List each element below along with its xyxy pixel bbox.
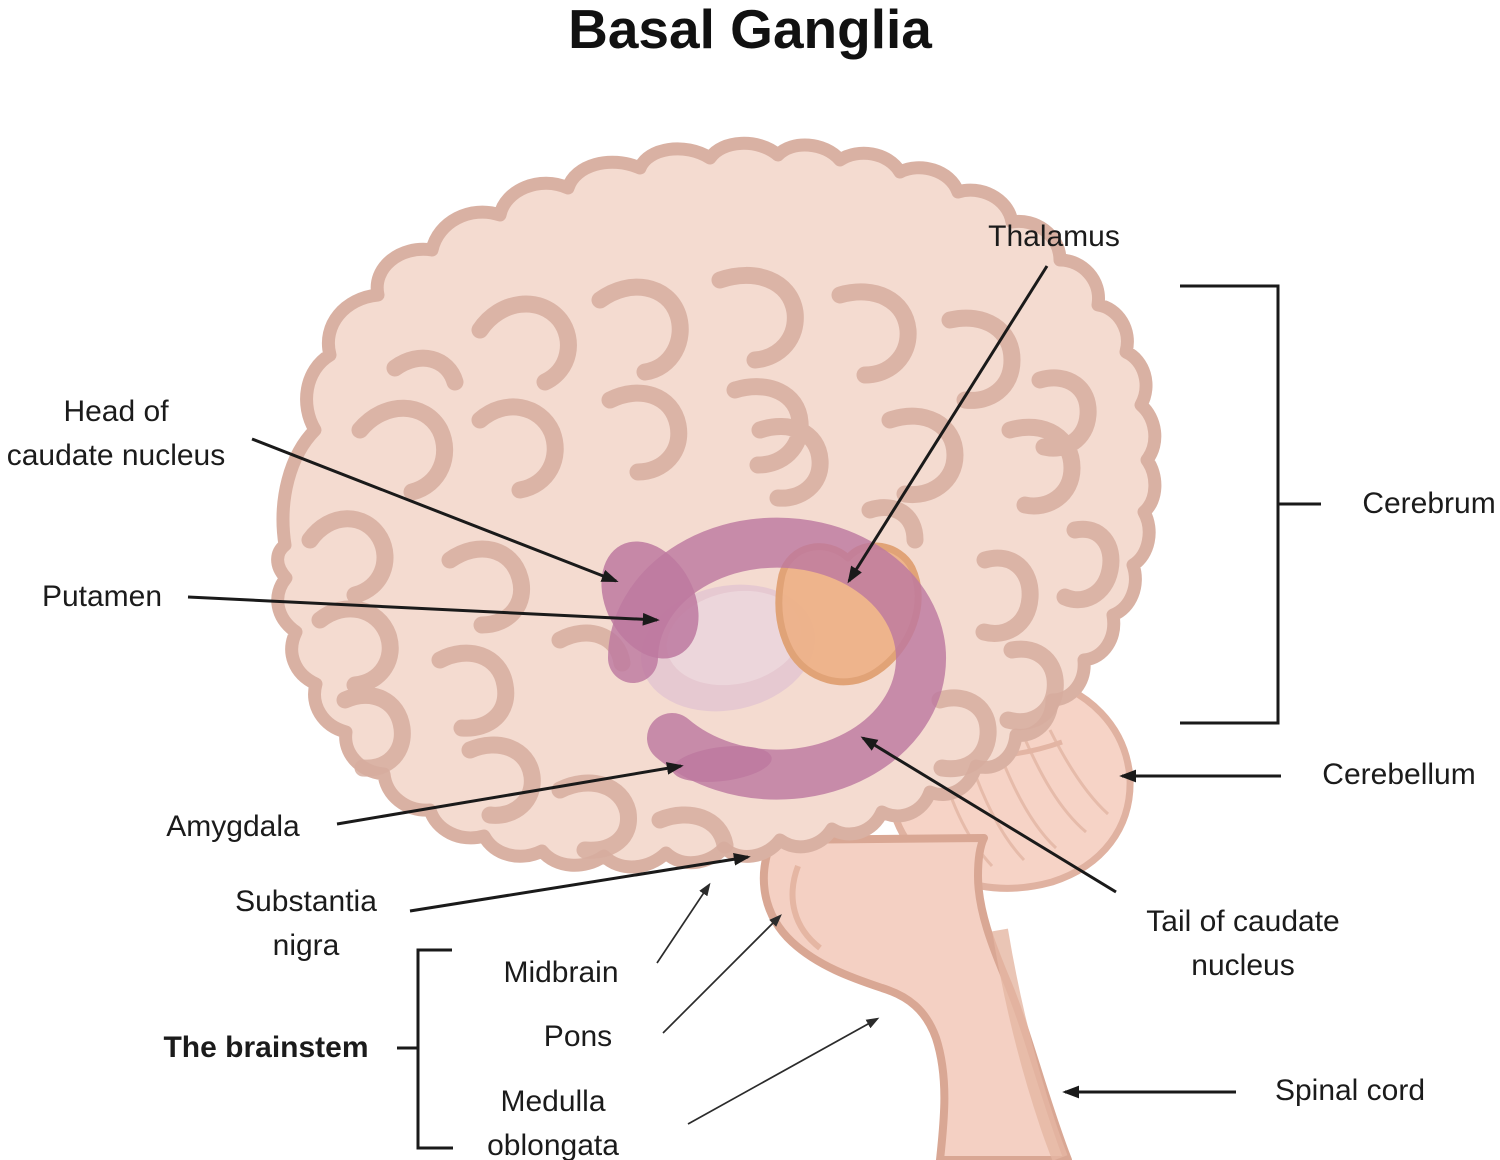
gyri-pattern xyxy=(301,266,1120,859)
label-tail-of-caudate: Tail of caudate nucleus xyxy=(1146,900,1339,988)
label-tail-of-caudate-line1: Tail of caudate xyxy=(1146,905,1340,938)
arrow-amygdala xyxy=(336,762,684,826)
pons-inner-line xyxy=(789,864,822,951)
label-head-of-caudate: Head of caudate nucleus xyxy=(7,390,226,478)
label-medulla-oblongata: Medulla oblongata xyxy=(487,1080,619,1160)
label-cerebrum: Cerebrum xyxy=(1362,487,1496,520)
cerebrum-bracket xyxy=(1180,284,1321,725)
amygdala-shape xyxy=(672,746,772,782)
label-cerebellum: Cerebellum xyxy=(1322,758,1476,791)
page-title: Basal Ganglia xyxy=(568,0,932,60)
brainstem-bracket xyxy=(397,948,453,1150)
caudate-head xyxy=(601,541,699,659)
brainstem-shape xyxy=(759,834,1072,1160)
caudate-ring xyxy=(608,517,946,800)
label-tail-of-caudate-line2: nucleus xyxy=(1191,949,1295,982)
label-the-brainstem: The brainstem xyxy=(163,1031,369,1064)
label-amygdala: Amygdala xyxy=(166,810,300,843)
leader-arrows xyxy=(187,265,1281,1099)
arrow-thalamus xyxy=(847,265,1049,584)
label-medulla-oblongata-line2: oblongata xyxy=(487,1129,619,1160)
label-substantia-nigra-line2: nigra xyxy=(272,929,340,962)
caudate-nucleus-shape xyxy=(601,517,946,800)
label-spinal-cord: Spinal cord xyxy=(1274,1074,1426,1107)
label-medulla-oblongata-line1: Medulla xyxy=(500,1085,606,1118)
label-midbrain: Midbrain xyxy=(503,956,619,989)
label-head-of-caudate-line2: caudate nucleus xyxy=(6,439,226,472)
arrow-midbrain xyxy=(656,882,711,964)
arrow-substantia-nigra xyxy=(409,852,751,913)
arrow-medulla-oblongata xyxy=(687,1017,880,1125)
arrow-tail-of-caudate xyxy=(860,736,1117,894)
arrow-pons xyxy=(662,914,782,1034)
label-pons: Pons xyxy=(543,1020,613,1053)
spinal-cord-inner-strip xyxy=(992,928,1068,1160)
label-thalamus: Thalamus xyxy=(988,220,1120,253)
putamen-highlight xyxy=(666,590,802,686)
label-head-of-caudate-line1: Head of xyxy=(63,395,169,428)
arrow-head-of-caudate xyxy=(251,437,619,583)
label-substantia-nigra-line1: Substantia xyxy=(235,885,377,918)
arrow-putamen xyxy=(187,595,660,626)
thin-leader-arrows xyxy=(656,882,880,1125)
label-substantia-nigra: Substantia nigra xyxy=(235,880,377,968)
label-putamen: Putamen xyxy=(41,580,163,613)
